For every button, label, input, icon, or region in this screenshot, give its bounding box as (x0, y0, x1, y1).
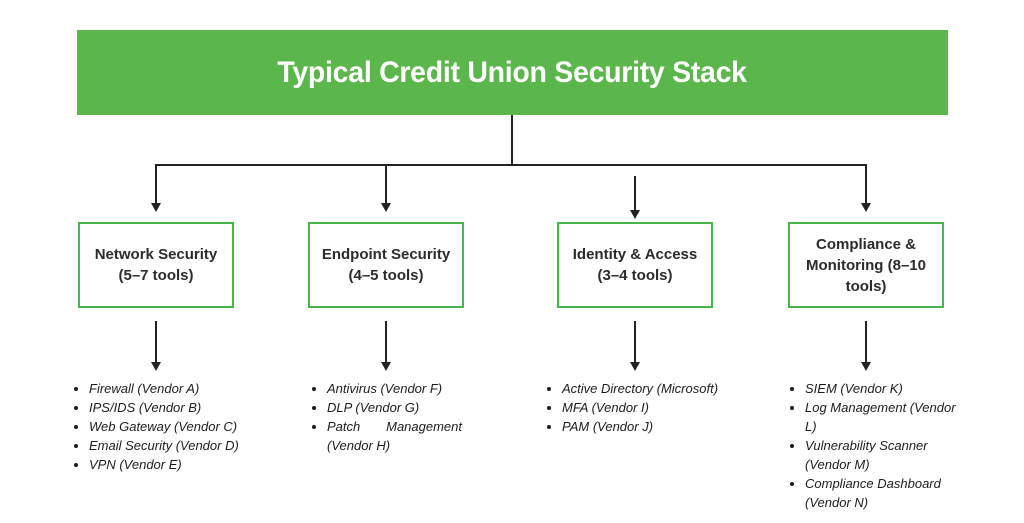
tool-item: SIEM (Vendor K) (805, 379, 964, 398)
arrow-head (861, 203, 871, 212)
arrow-head (630, 210, 640, 219)
arrow-shaft (634, 321, 636, 363)
tool-item: Email Security (Vendor D) (89, 436, 254, 455)
arrow-head (151, 203, 161, 212)
arrow-shaft (865, 164, 867, 204)
arrow-shaft (385, 321, 387, 363)
tool-list-compliance-monitoring: SIEM (Vendor K)Log Management (Vendor L)… (788, 379, 964, 512)
tool-item: Compliance Dashboard (Vendor N) (805, 474, 964, 512)
arrow-shaft (155, 321, 157, 363)
arrow-shaft (634, 176, 636, 211)
arrow-shaft (385, 164, 387, 204)
arrow-down-icon (150, 321, 162, 371)
arrow-down-icon (629, 321, 641, 371)
tool-item: MFA (Vendor I) (562, 398, 745, 417)
category-box-identity-access: Identity & Access (3–4 tools) (557, 222, 713, 308)
category-box-compliance-monitoring: Compliance & Monitoring (8–10 tools) (788, 222, 944, 308)
tool-item: Log Management (Vendor L) (805, 398, 964, 436)
category-label: Network Security (5–7 tools) (94, 246, 218, 284)
category-label: Identity & Access (3–4 tools) (572, 246, 698, 284)
page-title: Typical Credit Union Security Stack (277, 55, 748, 89)
arrow-down-icon (150, 164, 162, 212)
connector-horizontal-bar (155, 164, 867, 166)
arrow-head (630, 362, 640, 371)
tool-list-endpoint-security: Antivirus (Vendor F)DLP (Vendor G)Patch … (310, 379, 462, 455)
arrow-down-icon (629, 176, 641, 219)
connector-trunk-line (511, 115, 513, 166)
tool-item: VPN (Vendor E) (89, 455, 254, 474)
arrow-head (381, 203, 391, 212)
arrow-head (381, 362, 391, 371)
tool-list-network-security: Firewall (Vendor A)IPS/IDS (Vendor B)Web… (72, 379, 254, 474)
tool-item: Vulnerability Scanner (Vendor M) (805, 436, 964, 474)
arrow-down-icon (380, 321, 392, 371)
tool-list-identity-access: Active Directory (Microsoft)MFA (Vendor … (545, 379, 745, 436)
category-box-network-security: Network Security (5–7 tools) (78, 222, 234, 308)
category-label: Compliance & Monitoring (8–10 tools) (805, 235, 926, 295)
arrow-down-icon (380, 164, 392, 212)
arrow-shaft (155, 164, 157, 204)
tool-item: Firewall (Vendor A) (89, 379, 254, 398)
arrow-head (861, 362, 871, 371)
tool-item: Active Directory (Microsoft) (562, 379, 745, 398)
arrow-head (151, 362, 161, 371)
tool-item: Antivirus (Vendor F) (327, 379, 462, 398)
tool-item: Web Gateway (Vendor C) (89, 417, 254, 436)
arrow-shaft (865, 321, 867, 363)
arrow-down-icon (860, 164, 872, 212)
tool-item: PAM (Vendor J) (562, 417, 745, 436)
title-banner: Typical Credit Union Security Stack (77, 30, 948, 115)
tool-item: Patch Management (Vendor H) (327, 417, 462, 455)
category-label: Endpoint Security (4–5 tools) (321, 246, 451, 284)
tool-item: DLP (Vendor G) (327, 398, 462, 417)
category-box-endpoint-security: Endpoint Security (4–5 tools) (308, 222, 464, 308)
tool-item: IPS/IDS (Vendor B) (89, 398, 254, 417)
arrow-down-icon (860, 321, 872, 371)
